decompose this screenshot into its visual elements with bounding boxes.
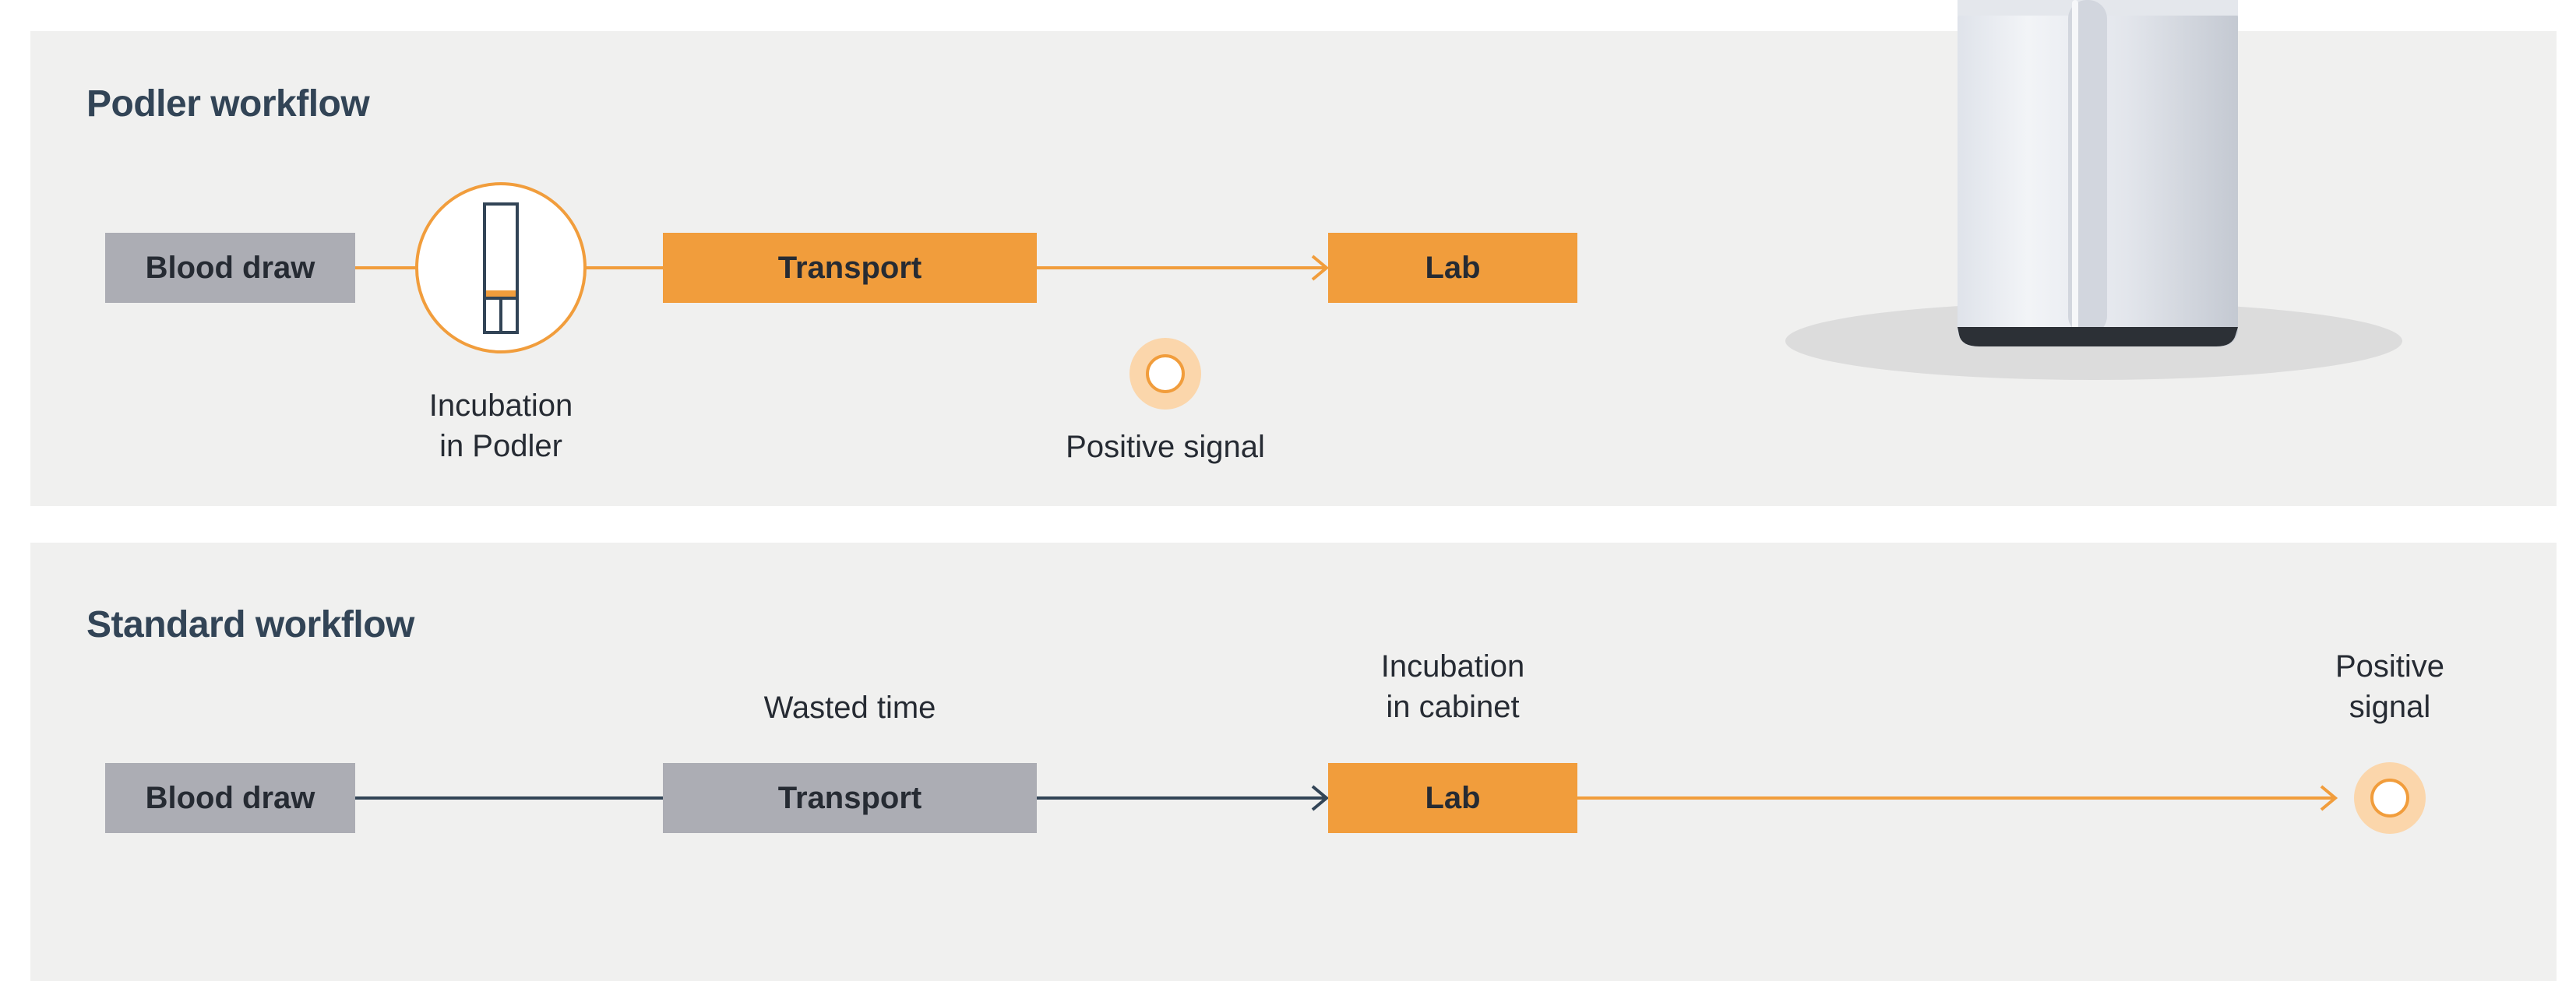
incubation-label: Incubation in Podler [423, 385, 579, 466]
incubation-cabinet-label: Incubation in cabinet [1336, 646, 1570, 727]
blood-tube-icon [415, 182, 587, 353]
lab-step: Lab [1328, 763, 1577, 833]
transport-step: Transport [663, 233, 1037, 303]
standard-workflow-title: Standard workflow [86, 604, 414, 645]
arrow-head-icon [1311, 785, 1330, 811]
podler-device-image [1785, 0, 2402, 380]
positive-signal-label: Positive signal [1066, 430, 1265, 464]
positive-signal-line2: signal [2349, 690, 2431, 724]
positive-signal-icon [1129, 338, 1201, 410]
wasted-time-label: Wasted time [763, 691, 936, 725]
standard-workflow-panel [30, 543, 2557, 981]
positive-signal-label: Positive signal [2289, 646, 2491, 727]
lab-step: Lab [1328, 233, 1577, 303]
positive-signal-line1: Positive [2335, 649, 2445, 684]
incubation-cabinet-line2: in cabinet [1386, 690, 1520, 724]
incubation-label-line1: Incubation [428, 389, 573, 423]
arrow-head-icon [1311, 255, 1330, 281]
blood-draw-step: Blood draw [105, 763, 355, 833]
incubation-label-line2: in Podler [439, 429, 562, 463]
podler-workflow-title: Podler workflow [86, 83, 370, 125]
arrow-head-icon [2320, 785, 2338, 811]
transport-step: Transport [663, 763, 1037, 833]
incubation-cabinet-line1: Incubation [1380, 649, 1525, 684]
positive-signal-icon [2354, 762, 2426, 834]
blood-draw-step: Blood draw [105, 233, 355, 303]
